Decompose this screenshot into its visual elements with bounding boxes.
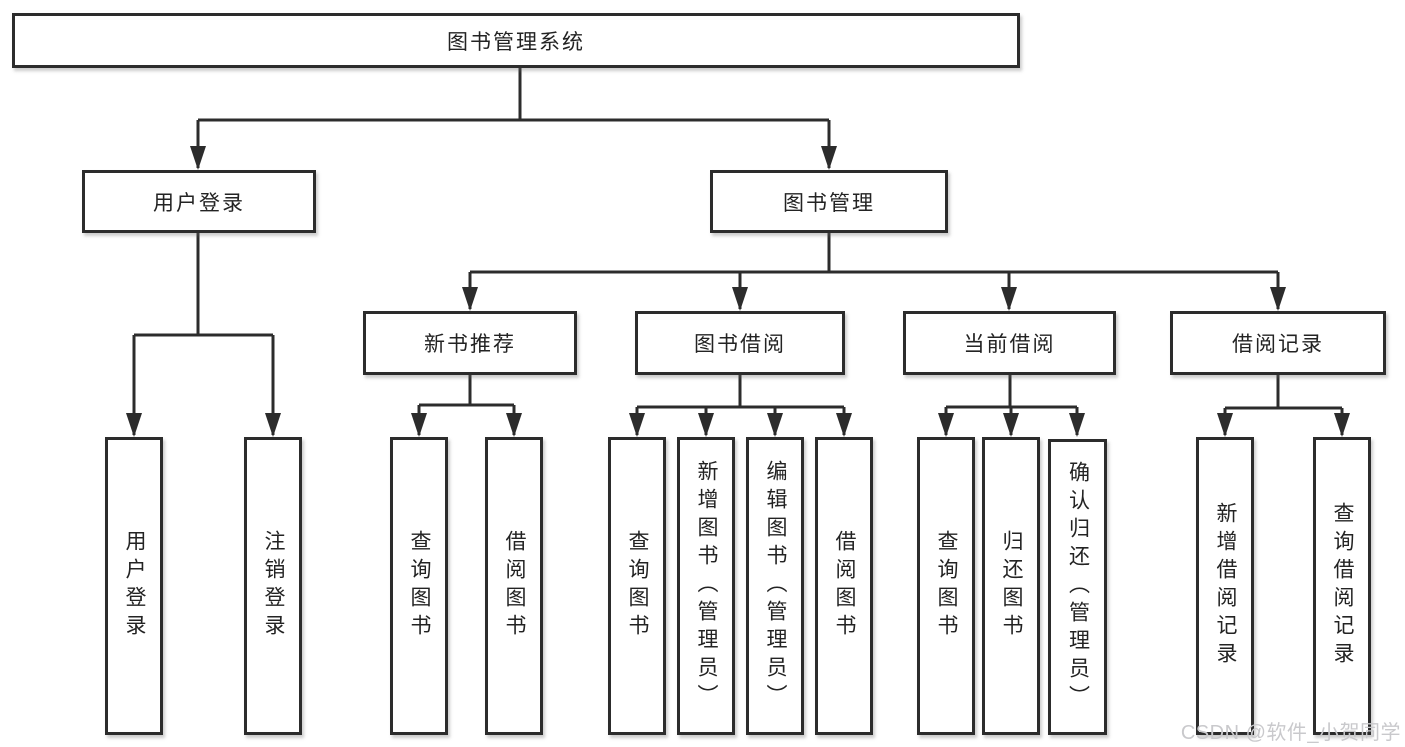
leaf-borrow-books: 借阅图书 <box>815 437 873 735</box>
leaf-add-borrow-record: 新增借阅记录 <box>1196 437 1254 735</box>
leaf-query-books-borrow: 查询图书 <box>608 437 666 735</box>
leaf-user-login: 用户登录 <box>105 437 163 735</box>
leaf-query-books-recommend: 查询图书 <box>390 437 448 735</box>
leaf-return-book: 归还图书 <box>982 437 1040 735</box>
connector-skeleton <box>134 68 1342 410</box>
leaf-edit-book-admin: 编辑图书（管理员） <box>746 437 804 735</box>
leaf-query-books-current: 查询图书 <box>917 437 975 735</box>
node-book-borrow: 图书借阅 <box>635 311 845 375</box>
leaf-borrow-books-recommend: 借阅图书 <box>485 437 543 735</box>
node-user-login: 用户登录 <box>82 170 316 233</box>
node-new-book-recommend: 新书推荐 <box>363 311 577 375</box>
leaf-logout: 注销登录 <box>244 437 302 735</box>
node-borrow-records: 借阅记录 <box>1170 311 1386 375</box>
leaf-confirm-return-admin: 确认归还（管理员） <box>1048 439 1107 735</box>
leaf-add-book-admin: 新增图书（管理员） <box>677 437 735 735</box>
node-root-system: 图书管理系统 <box>12 13 1020 68</box>
node-book-management: 图书管理 <box>710 170 948 233</box>
node-current-borrow: 当前借阅 <box>903 311 1116 375</box>
csdn-watermark: CSDN @软件_小贺同学 <box>1180 722 1401 744</box>
leaf-query-borrow-record: 查询借阅记录 <box>1313 437 1371 735</box>
